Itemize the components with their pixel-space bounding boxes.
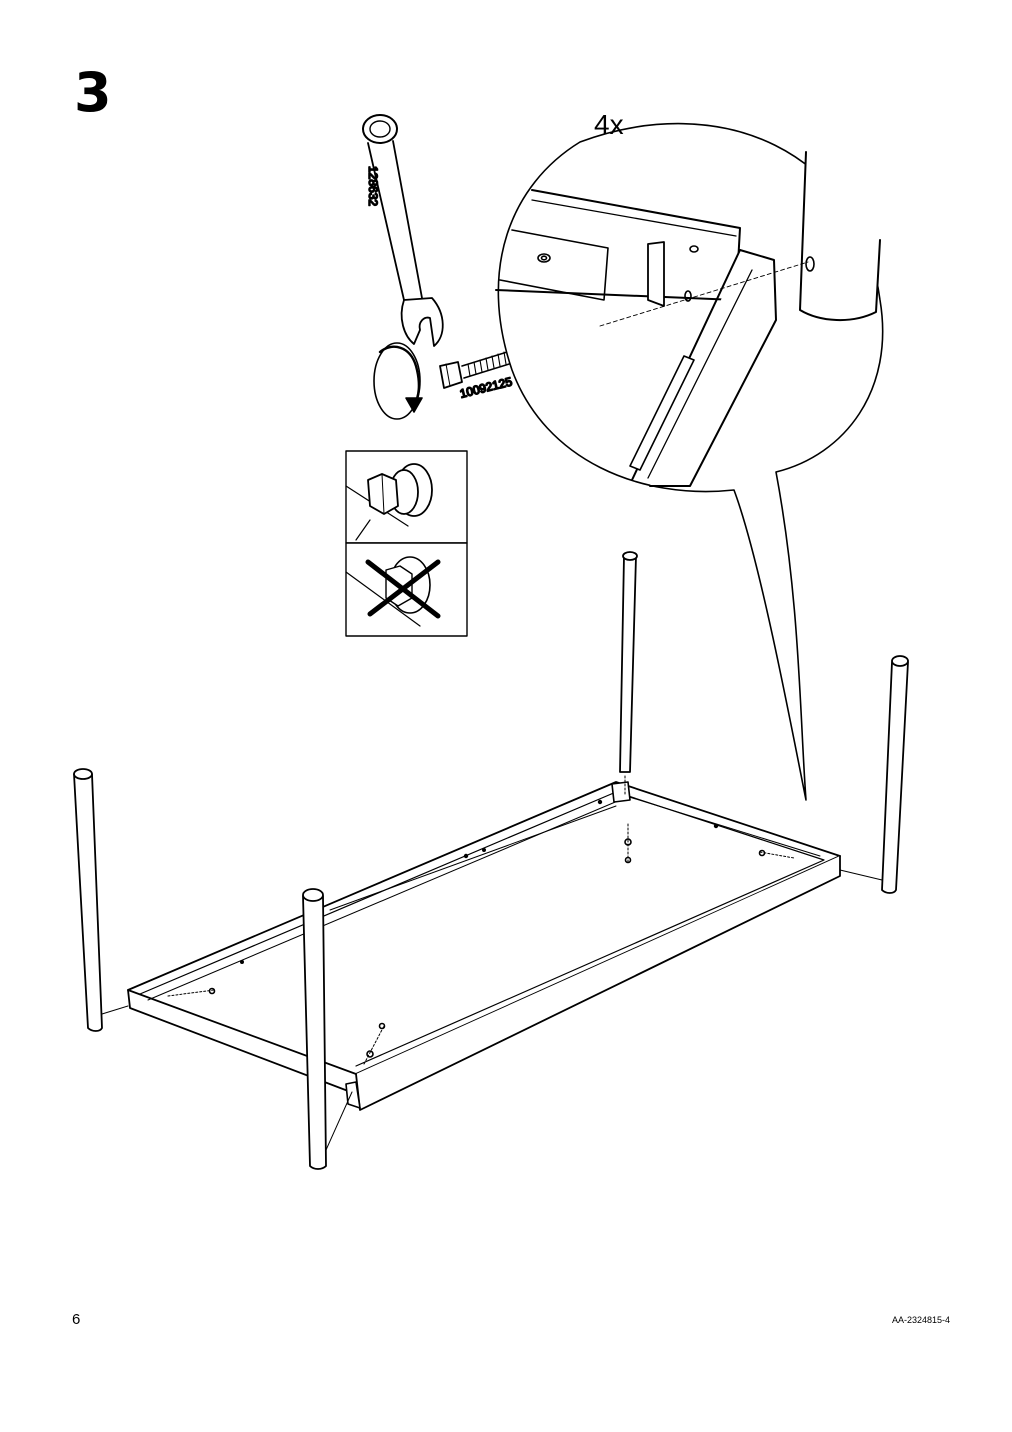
table-leg-back-center [619,551,638,797]
cross-out-icon [365,559,441,619]
page-number: 6 [72,1311,81,1328]
detail-callout-bubble [495,122,884,801]
table-leg-back-right [839,655,909,894]
wrench-part-number: 128632 [366,166,380,206]
step-number: 3 [74,61,112,124]
quantity-label: 4x [594,109,624,140]
table-leg-back-left [73,768,129,1032]
document-id: AA-2324815-4 [891,1315,950,1325]
correct-tightening-panel [345,450,468,544]
table-frame [127,781,841,1111]
wrench-icon [362,114,444,347]
rotate-clockwise-icon [373,342,423,420]
bolt-part-number: 10092125 [458,374,514,401]
table-leg-front-left [302,888,353,1170]
